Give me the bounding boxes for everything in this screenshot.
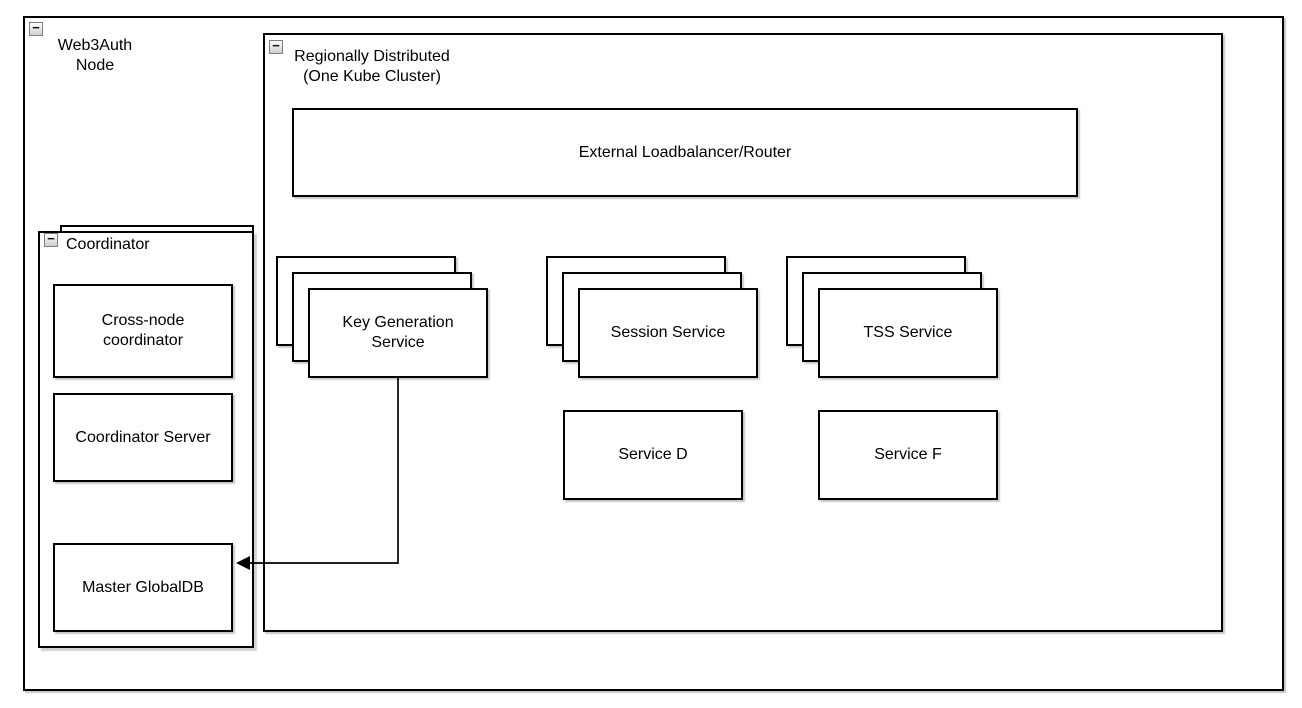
minus-glyph: −	[47, 231, 55, 246]
service-f-label: Service F	[874, 446, 942, 463]
collapse-icon[interactable]: −	[269, 38, 283, 54]
minus-glyph: −	[272, 38, 280, 53]
service-d-label: Service D	[618, 446, 688, 463]
collapse-icon[interactable]: −	[44, 231, 58, 247]
coordinator-label: Coordinator	[66, 236, 150, 253]
service-d-node[interactable]: Service D	[563, 410, 743, 500]
external-loadbalancer-node[interactable]: External Loadbalancer/Router	[292, 108, 1078, 197]
master-globaldb-label: Master GlobalDB	[82, 578, 204, 596]
cross-node-coordinator-node[interactable]: Cross-node coordinator	[53, 284, 233, 378]
session-service-node[interactable]: Session Service	[578, 288, 758, 378]
coordinator-server-label: Coordinator Server	[75, 428, 211, 446]
regionally-distributed-label: Regionally Distributed (One Kube Cluster…	[294, 48, 450, 85]
minus-glyph: −	[32, 20, 40, 35]
tss-service-node[interactable]: TSS Service	[818, 288, 998, 378]
service-f-node[interactable]: Service F	[818, 410, 998, 500]
cross-node-coordinator-label: Cross-node coordinator	[101, 312, 185, 349]
external-loadbalancer-label: External Loadbalancer/Router	[578, 143, 792, 161]
web3auth-node-label: Web3Auth Node	[57, 37, 133, 74]
key-generation-service-node[interactable]: Key Generation Service	[308, 288, 488, 378]
key-generation-service-label: Key Generation Service	[342, 314, 454, 351]
coordinator-server-node[interactable]: Coordinator Server	[53, 393, 233, 482]
tss-service-label: TSS Service	[863, 324, 953, 341]
master-globaldb-node[interactable]: Master GlobalDB	[53, 543, 233, 632]
collapse-icon[interactable]: −	[29, 20, 43, 36]
session-service-label: Session Service	[610, 324, 726, 341]
